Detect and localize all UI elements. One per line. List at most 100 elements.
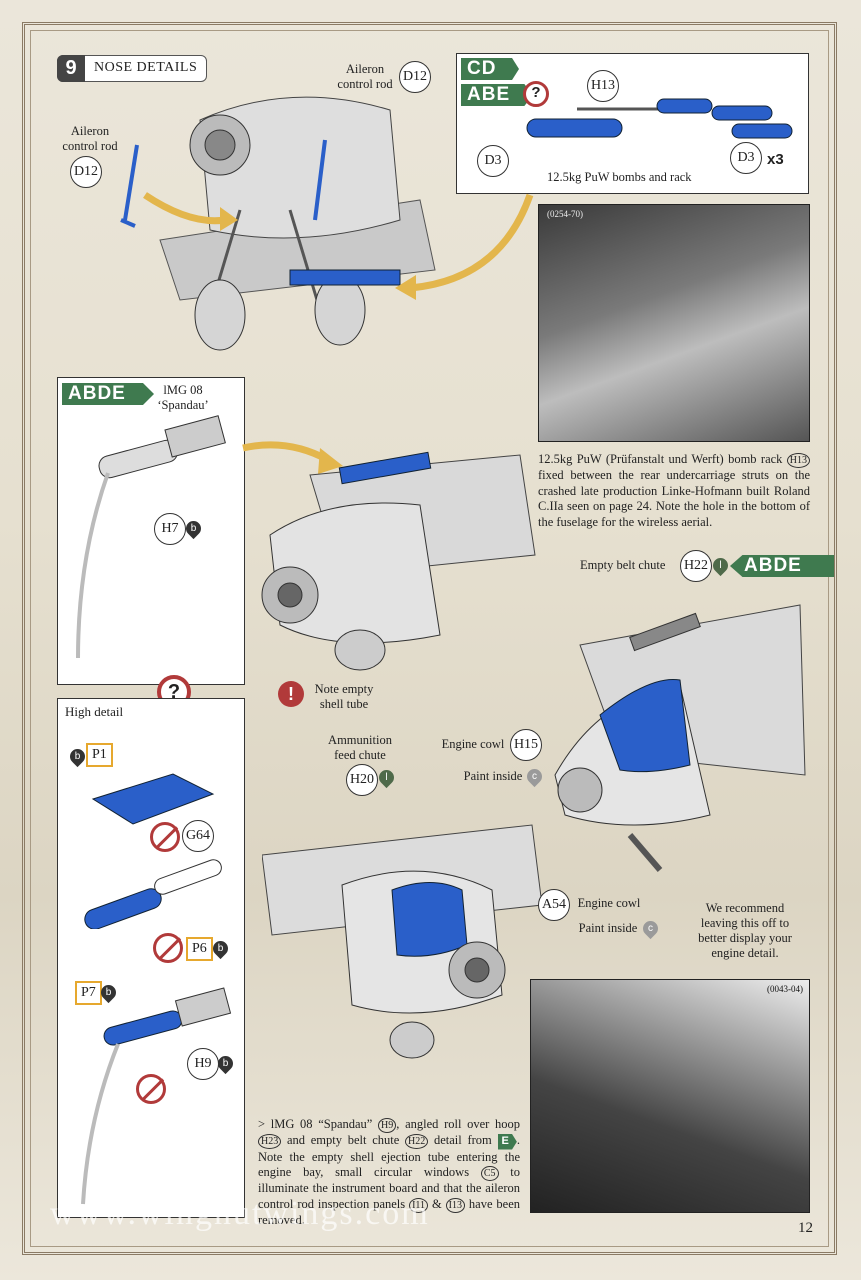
quantity-label: x3 <box>767 151 784 168</box>
desc-text: detail from <box>433 1133 492 1147</box>
aircraft-gun-illustration <box>261 451 536 671</box>
page-border-inner <box>30 30 829 1247</box>
no-elephant-icon <box>136 1074 166 1104</box>
part-g64: G64 <box>182 820 214 852</box>
paint-code: c <box>532 771 537 782</box>
reference-photo-cockpit: (0043-04) <box>530 979 810 1213</box>
paint-c-icon: c <box>523 765 546 788</box>
tag-e-inline: E <box>497 1134 517 1150</box>
paint-code: b <box>217 943 224 954</box>
paint-b-icon: b <box>182 517 205 540</box>
caption-text: 12.5kg PuW (Prüfanstalt und Werft) bomb … <box>538 452 783 466</box>
engine-cowl-label-mid: Engine cowl <box>577 896 641 910</box>
step-number: 9 <box>57 55 85 82</box>
arrow-icon <box>395 193 534 300</box>
aircraft-engine-illustration <box>262 824 543 1059</box>
paint-l-icon: l <box>709 554 732 577</box>
paint-code: b <box>190 523 197 534</box>
engine-cowl-label-right: Engine cowl <box>441 737 505 751</box>
paint-l-icon: l <box>375 766 398 789</box>
part-c5-inline: C5 <box>480 1166 499 1181</box>
tag-abde-right: ABDE <box>730 555 834 577</box>
desc-text: to illuminate the instrument board and t… <box>258 1165 521 1211</box>
paint-code: l <box>719 560 722 571</box>
bomb-rack-illustration <box>526 98 793 139</box>
paint-b-icon: b <box>66 745 89 768</box>
aircraft-engine-cowl-illustration <box>554 604 806 872</box>
desc-text: > lMG 08 “Spandau” <box>258 1117 373 1131</box>
mg-title: lMG 08 ‘Spandau’ <box>157 383 209 412</box>
question-icon: ? <box>523 81 549 107</box>
tag-cd: CD <box>461 58 519 80</box>
paint-inside-label-right: Paint inside <box>463 769 523 783</box>
part-d3-left: D3 <box>477 145 509 177</box>
perforated-sheet-illustration <box>91 773 215 825</box>
paint-inside-label-mid: Paint inside <box>578 921 638 935</box>
desc-text: & <box>431 1196 442 1211</box>
arrow-icon <box>143 192 238 231</box>
aileron-rod-part-illustration <box>120 144 139 228</box>
step-header: 9 NOSE DETAILS <box>57 55 207 82</box>
desc-text: , angled roll over hoop <box>396 1117 521 1131</box>
bottom-description: > lMG 08 “Spandau” H9, angled roll over … <box>258 1117 520 1228</box>
part-i13-inline: I13 <box>445 1197 465 1213</box>
part-d12-left: D12 <box>70 156 102 188</box>
empty-belt-chute-label: Empty belt chute <box>580 558 666 572</box>
part-h22: H22 <box>680 550 712 582</box>
aileron-label-top: Aileron control rod <box>337 62 393 91</box>
paint-c-icon: c <box>639 917 662 940</box>
part-h22-inline: H22 <box>405 1134 429 1149</box>
part-h9-inline: H9 <box>378 1118 397 1133</box>
page-border <box>22 22 837 1255</box>
part-h9: H9 <box>187 1048 219 1080</box>
ammunition-feed-chute-label: Ammunition feed chute <box>328 733 392 762</box>
desc-text: and empty belt chute <box>286 1133 400 1147</box>
mg08-box: ABDE lMG 08 ‘Spandau’ H7 b <box>57 377 245 685</box>
bomb-rack-box: CD ABE ? H13 D3 D3 x3 12.5kg PuW bombs a… <box>456 53 809 194</box>
part-h7: H7 <box>154 513 186 545</box>
part-i11-inline: I11 <box>409 1197 429 1213</box>
step-title: NOSE DETAILS <box>94 60 198 75</box>
note-empty-shell: Note empty shell tube <box>314 682 374 711</box>
part-h13-inline: H13 <box>786 453 811 468</box>
tag-abde: ABDE <box>62 383 154 405</box>
reference-photo-bomb-rack: (0254-70) <box>538 204 810 442</box>
warning-icon: ! <box>278 681 304 707</box>
paint-code: b <box>74 751 81 762</box>
photo-ref: (0043-04) <box>767 984 803 994</box>
part-h13: H13 <box>587 70 619 102</box>
part-d3-right: D3 <box>730 142 762 174</box>
part-p6: P6 <box>186 937 213 961</box>
photo1-caption: 12.5kg PuW (Prüfanstalt und Werft) bomb … <box>538 452 811 530</box>
part-d12-top: D12 <box>399 61 431 93</box>
high-detail-title: High detail <box>65 704 124 719</box>
photo-ref: (0254-70) <box>547 209 583 219</box>
part-a54: A54 <box>538 889 570 921</box>
watermark: www.wingnutwings.com <box>50 1195 430 1232</box>
part-p7: P7 <box>75 981 102 1005</box>
part-h23-inline: H23 <box>258 1134 282 1149</box>
mg08-assembly-illustration <box>81 987 232 1205</box>
bomb-caption: 12.5kg PuW bombs and rack <box>547 170 692 184</box>
page-number: 12 <box>798 1220 813 1236</box>
aileron-label-left: Aileron control rod <box>62 124 118 153</box>
paint-code: b <box>222 1058 229 1069</box>
arrow-icon <box>242 441 343 474</box>
no-elephant-icon <box>153 933 183 963</box>
mg08-illustration <box>76 415 226 659</box>
part-h20: H20 <box>346 764 378 796</box>
paint-b-icon: b <box>209 937 232 960</box>
desc-text: . Note the empty shell ejection tube ent… <box>258 1133 520 1179</box>
recommendation-text: We recommend leaving this off to better … <box>698 901 792 960</box>
caption-text: fixed between the rear undercarriage str… <box>538 468 810 529</box>
part-h15: H15 <box>510 729 542 761</box>
tag-abe: ABE <box>461 84 533 106</box>
paint-code: l <box>385 772 388 783</box>
paint-b-icon: b <box>214 1052 237 1075</box>
desc-text: have been removed. <box>258 1196 521 1227</box>
part-p1: P1 <box>86 743 113 767</box>
high-detail-box: High detail b P1 G64 P6 b P7 b H9 b <box>57 698 245 1218</box>
aircraft-nose-illustration <box>159 96 436 351</box>
paint-code: c <box>648 923 653 934</box>
